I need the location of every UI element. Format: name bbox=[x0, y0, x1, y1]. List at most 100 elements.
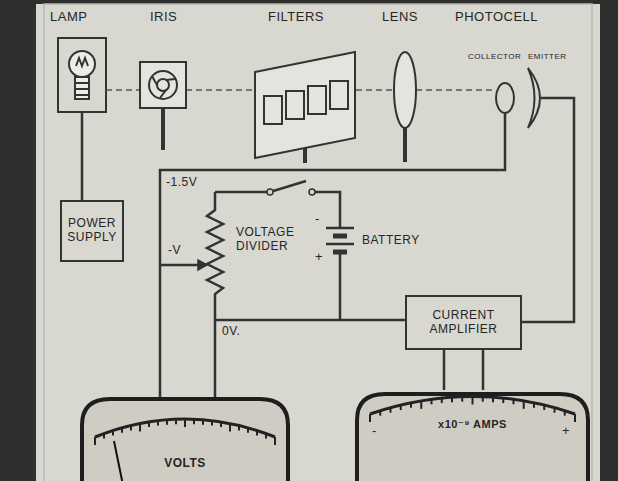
filter-holder bbox=[308, 86, 326, 114]
circuit-wires bbox=[207, 192, 223, 399]
electrode-name: EMITTER bbox=[528, 52, 567, 61]
scale-tick bbox=[184, 419, 186, 427]
circuit-symbols bbox=[267, 189, 273, 195]
photocell-symbol bbox=[496, 68, 540, 128]
meter-scale bbox=[95, 419, 275, 437]
meter-face bbox=[355, 390, 590, 481]
scale-tick bbox=[554, 408, 556, 413]
scale-tick bbox=[441, 398, 443, 403]
part-name: IRIS bbox=[150, 10, 177, 25]
scale-tick bbox=[265, 434, 267, 439]
lamp-symbol bbox=[75, 94, 89, 96]
scale-tick bbox=[121, 428, 123, 433]
circuit-wires bbox=[82, 98, 574, 399]
circuit-wires bbox=[326, 227, 354, 230]
filter-holder bbox=[264, 96, 282, 124]
filter-holder bbox=[255, 52, 355, 163]
iris-symbol bbox=[149, 71, 177, 99]
circuit-wires bbox=[81, 112, 84, 200]
circuit-symbols bbox=[198, 189, 315, 270]
signal-name: -V bbox=[168, 244, 181, 258]
scale-tick bbox=[175, 419, 177, 424]
lamp-symbol bbox=[75, 77, 89, 99]
scale-tick bbox=[229, 424, 231, 432]
lens-symbol bbox=[394, 52, 416, 128]
photocell-symbol bbox=[528, 68, 540, 128]
box-label: CURRENT AMPLIFIER bbox=[411, 309, 516, 337]
amplifier-box: CURRENT AMPLIFIER bbox=[405, 295, 522, 350]
scale-tick bbox=[369, 414, 371, 422]
scale-tick bbox=[103, 434, 105, 439]
scale-tick bbox=[247, 428, 249, 433]
circuit-wires bbox=[270, 181, 306, 192]
scale-tick bbox=[238, 425, 240, 430]
lamp-symbol bbox=[69, 51, 95, 77]
part-name: LENS bbox=[382, 10, 418, 25]
scale-tick bbox=[533, 403, 535, 408]
iris-symbol bbox=[140, 62, 186, 150]
scale-tick bbox=[157, 421, 159, 426]
scale-tick bbox=[94, 437, 96, 445]
scale-tick bbox=[431, 399, 433, 404]
filter-holder bbox=[330, 81, 348, 109]
meter-unit: x10⁻⁹ AMPS bbox=[355, 418, 590, 431]
iris-symbol bbox=[140, 62, 186, 108]
scale-tick bbox=[166, 420, 168, 425]
iris-symbol bbox=[160, 90, 166, 98]
polarity-sign: + bbox=[315, 250, 323, 265]
part-name: FILTERS bbox=[268, 10, 324, 25]
filter-holder bbox=[286, 91, 304, 119]
scale-tick bbox=[451, 397, 453, 402]
meter-housing bbox=[357, 394, 588, 481]
iris-symbol bbox=[161, 108, 165, 150]
power-supply-box: POWER SUPPLY bbox=[60, 200, 124, 262]
box-label: POWER SUPPLY bbox=[66, 217, 118, 245]
lens-symbol bbox=[403, 128, 407, 162]
scale-tick bbox=[379, 411, 381, 416]
circuit-wires bbox=[312, 192, 340, 228]
scale-tick bbox=[139, 424, 141, 432]
lamp-symbol bbox=[75, 88, 89, 90]
lamp-symbol bbox=[58, 38, 106, 112]
scale-tick bbox=[193, 419, 195, 424]
scale-tick bbox=[400, 405, 402, 410]
scale-tick bbox=[543, 405, 545, 410]
scale-tick bbox=[256, 431, 258, 436]
polarity-sign: - bbox=[315, 212, 320, 227]
scale-tick bbox=[410, 403, 412, 408]
circuit-wires bbox=[160, 113, 505, 399]
circuit-wires bbox=[215, 191, 270, 194]
part-name: LAMP bbox=[50, 10, 87, 25]
circuit-wires bbox=[339, 252, 342, 320]
lamp-symbol bbox=[76, 58, 88, 66]
filter-holder bbox=[303, 148, 307, 163]
circuit-symbols bbox=[198, 260, 207, 270]
polarity-sign: + bbox=[562, 424, 570, 439]
circuit-wires bbox=[333, 234, 347, 239]
scale-tick bbox=[211, 421, 213, 426]
circuit-symbols bbox=[309, 189, 315, 195]
part-name: BATTERY bbox=[362, 234, 420, 248]
lamp-symbol bbox=[75, 82, 89, 84]
scale-tick bbox=[148, 422, 150, 427]
scale-tick bbox=[390, 408, 392, 413]
scale-tick bbox=[482, 397, 484, 402]
iris-symbol bbox=[166, 79, 175, 80]
scale-tick bbox=[461, 397, 463, 402]
lamp-symbol bbox=[58, 38, 106, 112]
scale-tick bbox=[502, 398, 504, 403]
ammeter: x10⁻⁹ AMPS bbox=[355, 390, 590, 481]
polarity-sign: - bbox=[372, 424, 377, 439]
scale-tick bbox=[492, 397, 494, 402]
scale-tick bbox=[523, 401, 525, 409]
scale-tick bbox=[112, 431, 114, 436]
scale-tick bbox=[130, 425, 132, 430]
circuit-wires bbox=[160, 264, 200, 267]
scale-tick bbox=[472, 397, 474, 405]
circuit-wires bbox=[326, 243, 354, 246]
part-name: PHOTOCELL bbox=[455, 10, 538, 25]
electrode-name: COLLECTOR bbox=[468, 52, 521, 61]
scale-tick bbox=[220, 422, 222, 427]
voltage-value: 0V. bbox=[222, 325, 240, 339]
meter-scale bbox=[370, 397, 575, 415]
